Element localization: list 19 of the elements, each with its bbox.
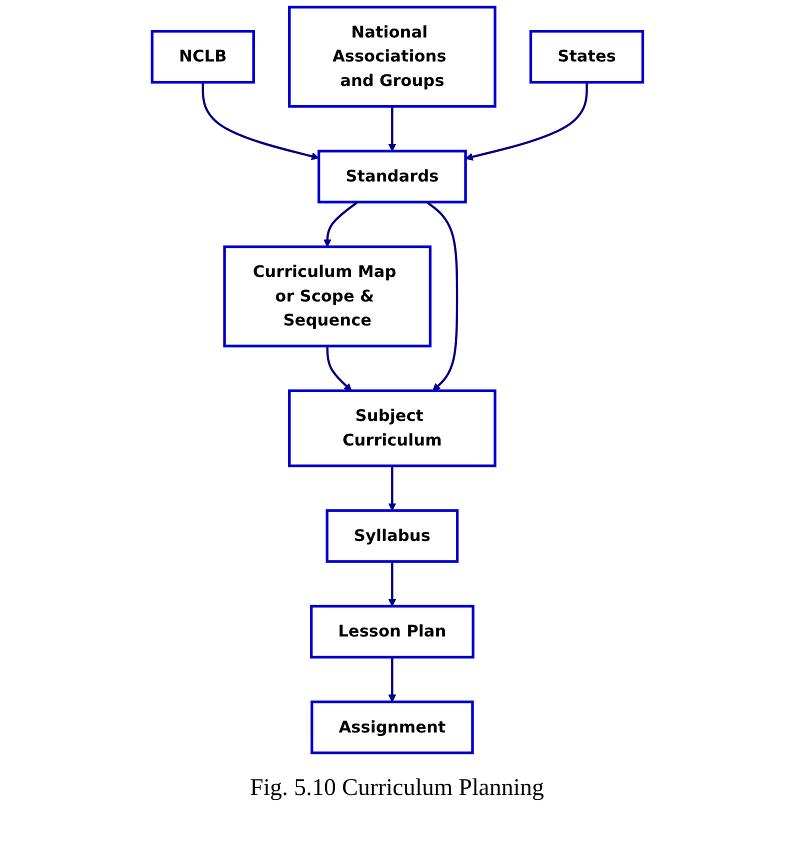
- node-box: Assignment: [310, 700, 474, 754]
- arrow: [201, 82, 319, 160]
- arrow: [388, 562, 396, 607]
- node-box: Subject Curriculum: [288, 389, 496, 468]
- node-box: Standards: [317, 150, 466, 204]
- node-box: Syllabus: [325, 509, 458, 563]
- node-box: States: [528, 30, 644, 84]
- figure-caption: Fig. 5.10 Curriculum Planning: [250, 775, 544, 801]
- arrow: [388, 657, 396, 702]
- node-box: Lesson Plan: [310, 604, 474, 659]
- arrow: [388, 466, 396, 511]
- node-box: NCLB: [150, 30, 254, 84]
- arrow: [464, 82, 588, 161]
- node-box: Curriculum Map or Scope & Sequence: [222, 245, 432, 348]
- arrow: [322, 201, 358, 248]
- node-box: National Associations and Groups: [288, 6, 496, 108]
- arrow: [388, 106, 396, 152]
- arrow: [426, 201, 458, 392]
- arrow: [326, 346, 352, 392]
